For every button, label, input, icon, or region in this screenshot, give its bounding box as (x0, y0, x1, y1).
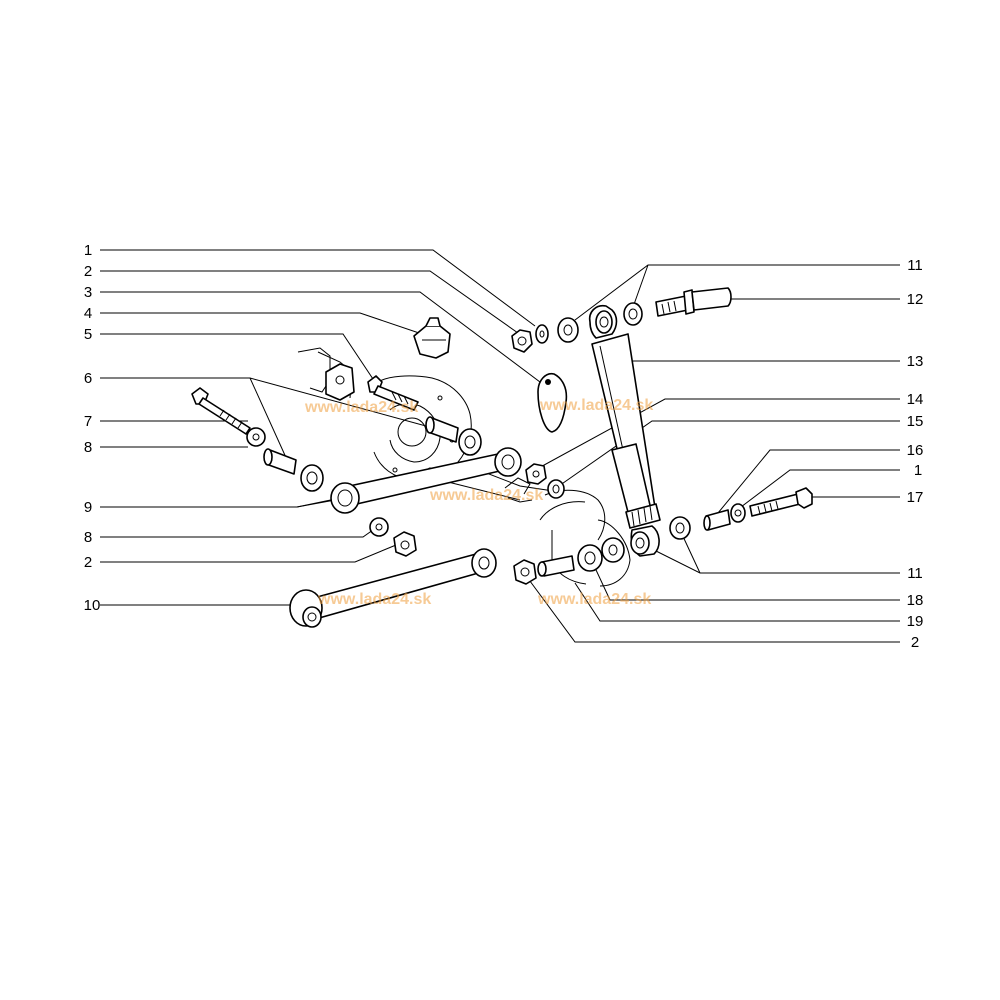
callout-label: 13 (907, 353, 924, 370)
callout-label: 3 (84, 284, 92, 301)
watermark-text: www.lada24.sk (304, 399, 418, 416)
long-bolt (191, 387, 251, 435)
bushing-pair-upper (263, 416, 482, 492)
callout-label: 11 (907, 565, 923, 582)
nut-lower-left (393, 531, 417, 557)
callout-label: 14 (907, 391, 924, 408)
callout-label: 2 (84, 263, 92, 280)
callout-label: 5 (84, 326, 92, 343)
shock-absorber (588, 304, 661, 557)
sleeve-lower (537, 555, 575, 577)
callout-label: 6 (84, 370, 92, 387)
callout-label: 11 (907, 257, 923, 274)
shock-bushing-top-left (557, 317, 579, 343)
callout-label: 2 (911, 634, 919, 651)
watermark-text: www.lada24.sk (317, 591, 431, 608)
callout-label: 4 (84, 305, 92, 322)
callout-label: 8 (84, 439, 92, 456)
washer-upper (246, 427, 266, 447)
callout-label: 1 (914, 462, 922, 479)
callout-label: 10 (84, 597, 101, 614)
watermarks: www.lada24.sk www.lada24.sk www.lada24.s… (304, 397, 653, 608)
callout-label: 1 (84, 242, 92, 259)
callout-label: 8 (84, 529, 92, 546)
leader-lines-right (523, 264, 900, 643)
watermark-text: www.lada24.sk (539, 397, 653, 414)
callout-label: 17 (907, 489, 924, 506)
bump-stop-bullet (537, 372, 568, 433)
watermark-text: www.lada24.sk (429, 487, 543, 504)
watermark-text: www.lada24.sk (537, 591, 651, 608)
callout-label: 2 (84, 554, 92, 571)
bump-stop-rubber (413, 317, 451, 359)
shock-bushing-top-right (623, 302, 643, 326)
callout-labels-left: 1 2 3 4 5 6 7 8 9 8 2 10 (84, 242, 101, 614)
nut-middle-15 (547, 479, 565, 499)
washer-right (730, 503, 746, 523)
callout-label: 16 (907, 442, 924, 459)
bolt-right (749, 487, 813, 517)
callout-label: 9 (84, 499, 92, 516)
lower-control-arm (289, 548, 497, 628)
callout-label: 18 (907, 592, 924, 609)
nut-lower-right (513, 559, 537, 585)
shock-bushing-bottom-right (669, 516, 691, 540)
callout-label: 7 (84, 413, 92, 430)
callout-label: 12 (907, 291, 924, 308)
bolt-upper-link (367, 375, 419, 411)
sleeve-right (703, 509, 731, 531)
upper-control-arm (330, 447, 522, 514)
nut-middle-14 (525, 463, 547, 485)
callout-label: 15 (907, 413, 924, 430)
shock-bushing-bottom-left (601, 537, 625, 563)
callout-label: 19 (907, 613, 924, 630)
bushing-lower-18 (577, 544, 603, 572)
shock-upper-pin (655, 287, 732, 317)
callout-labels-right: 11 12 13 14 15 16 1 17 11 18 19 2 (907, 257, 924, 651)
washer-lower (369, 517, 389, 537)
top-nut-washer (511, 324, 549, 353)
